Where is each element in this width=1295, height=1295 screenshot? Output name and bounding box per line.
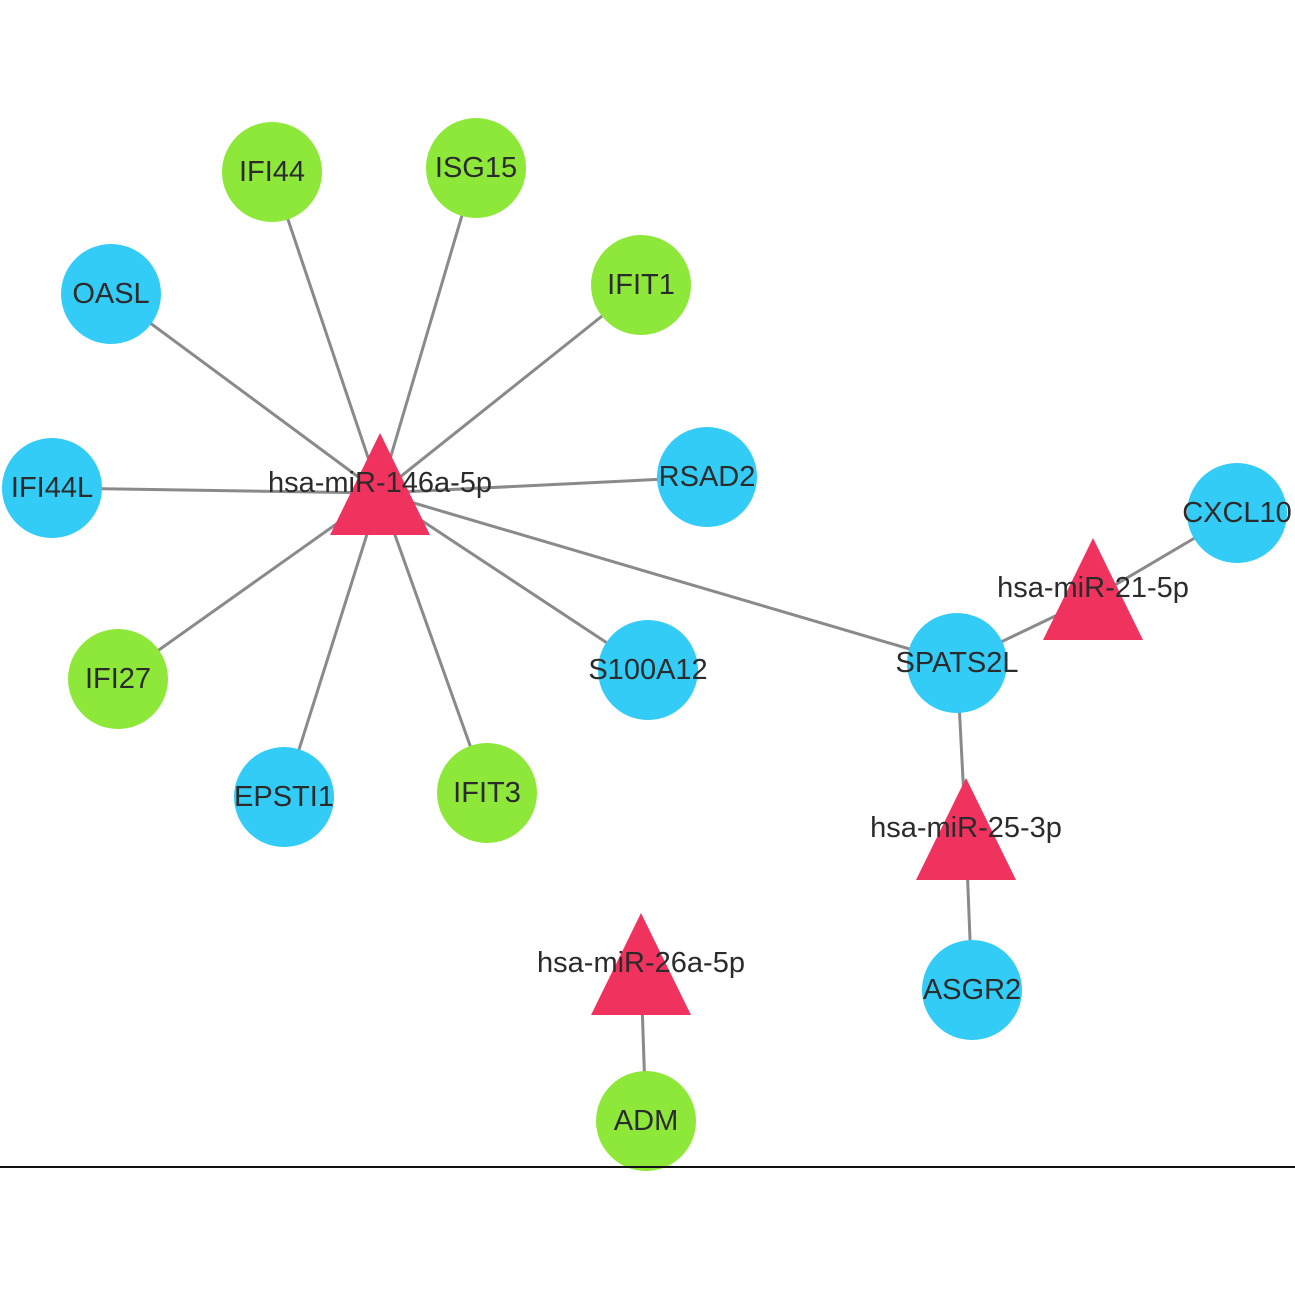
node-asgr2[interactable]: ASGR2: [922, 940, 1022, 1040]
node-ifi27[interactable]: IFI27: [68, 629, 168, 729]
gene-circle: [1187, 463, 1287, 563]
node-label: RSAD2: [659, 461, 756, 493]
edge-mir146a-epsti1: [282, 492, 382, 798]
node-oasl[interactable]: OASL: [61, 244, 161, 344]
node-label: EPSTI1: [234, 781, 334, 813]
node-label: hsa-miR-146a-5p: [268, 467, 492, 499]
mirna-triangle: [1043, 538, 1143, 640]
node-hsa-mir-146a-5p[interactable]: hsa-miR-146a-5p: [268, 433, 492, 535]
gene-circle: [222, 122, 322, 222]
node-label: CXCL10: [1182, 497, 1292, 529]
node-hsa-mir-21-5p[interactable]: hsa-miR-21-5p: [997, 538, 1189, 640]
bottom-rule: [0, 1166, 1295, 1168]
gene-circle: [61, 244, 161, 344]
mirna-triangle: [591, 913, 691, 1015]
edge-mir146a-s100a12: [379, 491, 649, 672]
node-label: S100A12: [588, 654, 707, 686]
node-hsa-mir-25-3p[interactable]: hsa-miR-25-3p: [870, 778, 1062, 880]
edge-mir146a-isg15: [378, 167, 478, 494]
node-epsti1[interactable]: EPSTI1: [234, 747, 334, 847]
node-ifit1[interactable]: IFIT1: [591, 235, 691, 335]
gene-circle: [591, 235, 691, 335]
node-label: hsa-miR-21-5p: [997, 572, 1189, 604]
node-label: hsa-miR-25-3p: [870, 812, 1062, 844]
node-label: ASGR2: [923, 974, 1021, 1006]
node-cxcl10[interactable]: CXCL10: [1182, 463, 1292, 563]
node-label: ISG15: [435, 152, 517, 184]
node-label: IFIT1: [607, 269, 675, 301]
node-label: IFI44: [239, 156, 305, 188]
edge-mir146a-ifi44: [270, 171, 382, 494]
gene-circle: [907, 613, 1007, 713]
node-label: hsa-miR-26a-5p: [537, 947, 745, 979]
node-isg15[interactable]: ISG15: [426, 118, 526, 218]
edge-mir146a-ifit1: [379, 283, 642, 495]
edge-mir146a-ifi44l: [51, 486, 381, 495]
gene-circle: [426, 118, 526, 218]
edge-mir146a-spats2l: [379, 491, 958, 665]
mirna-triangle: [916, 778, 1016, 880]
gene-circle: [922, 940, 1022, 1040]
node-spats2l[interactable]: SPATS2L: [895, 613, 1019, 713]
edge-mir146a-rsad2: [379, 475, 708, 495]
node-ifi44[interactable]: IFI44: [222, 122, 322, 222]
node-s100a12[interactable]: S100A12: [588, 620, 708, 720]
gene-circle: [598, 620, 698, 720]
mirna-triangle: [330, 433, 430, 535]
node-label: ADM: [614, 1105, 678, 1137]
edge-mir146a-ifit3: [378, 492, 489, 794]
node-label: IFI44L: [11, 472, 93, 504]
gene-circle: [437, 743, 537, 843]
node-adm[interactable]: ADM: [596, 1071, 696, 1171]
node-ifi44l[interactable]: IFI44L: [2, 438, 102, 538]
gene-circle: [657, 427, 757, 527]
nodes-layer: hsa-miR-146a-5p hsa-miR-21-5p hsa-miR-25…: [2, 118, 1292, 1171]
node-label: OASL: [72, 278, 149, 310]
edge-mir146a-oasl: [110, 292, 381, 495]
node-label: IFI27: [85, 663, 151, 695]
gene-circle: [2, 438, 102, 538]
node-hsa-mir-26a-5p[interactable]: hsa-miR-26a-5p: [537, 913, 745, 1015]
node-label: IFIT3: [453, 777, 521, 809]
gene-circle: [596, 1071, 696, 1171]
node-rsad2[interactable]: RSAD2: [657, 427, 757, 527]
node-ifit3[interactable]: IFIT3: [437, 743, 537, 843]
gene-circle: [68, 629, 168, 729]
gene-circle: [234, 747, 334, 847]
node-label: SPATS2L: [895, 647, 1018, 679]
